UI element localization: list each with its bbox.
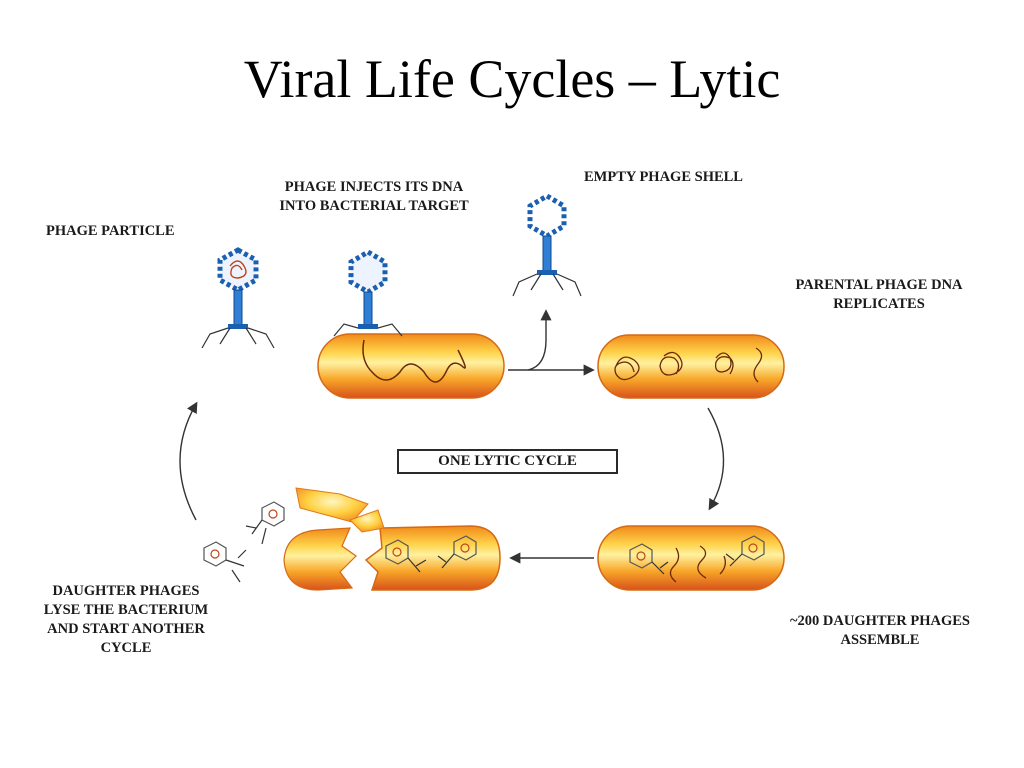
phage-injecting-icon	[333, 249, 403, 337]
replicating-dna	[614, 347, 763, 383]
bacterium-replicating	[597, 334, 785, 399]
phage-particle-icon	[201, 247, 275, 349]
bacterium-assembling	[597, 525, 785, 591]
empty-phage-shell-icon	[512, 193, 582, 297]
label-empty-phage-shell: EMPTY PHAGE SHELL	[584, 169, 743, 185]
assembling-dna	[669, 545, 726, 583]
arrow-to-assembly	[707, 407, 725, 511]
bacterium-lysing	[283, 487, 501, 591]
label-phage-injects: PHAGE INJECTS ITS DNA INTO BACTERIAL TAR…	[279, 179, 469, 214]
label-daughter-assemble: ~200 DAUGHTER PHAGES ASSEMBLE	[790, 613, 970, 648]
label-parental-dna: PARENTAL PHAGE DNA REPLICATES	[795, 277, 963, 312]
label-daughter-lyse: DAUGHTER PHAGES LYSE THE BACTERIUM AND S…	[43, 583, 209, 656]
arrow-to-new-cycle	[179, 401, 198, 521]
label-phage-particle: PHAGE PARTICLE	[46, 223, 175, 239]
injected-dna	[362, 339, 466, 383]
daughter-phages-icon	[203, 501, 765, 583]
arrow-to-empty-shell	[527, 309, 552, 371]
slide-title: Viral Life Cycles – Lytic	[243, 49, 781, 109]
bacterium-infected	[317, 333, 505, 399]
label-one-lytic-cycle: ONE LYTIC CYCLE	[397, 449, 618, 474]
